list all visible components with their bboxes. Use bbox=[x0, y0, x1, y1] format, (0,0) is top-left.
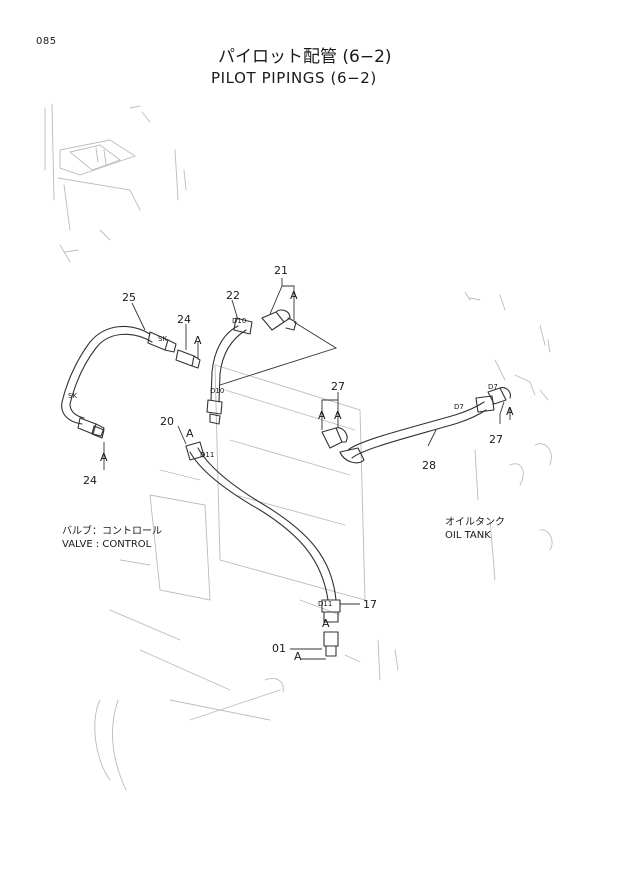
elbow-27-left bbox=[321, 427, 348, 449]
connector-01 bbox=[323, 631, 339, 657]
oil-tank-label-en: OIL TANK bbox=[445, 530, 491, 541]
title-english: PILOT PIPINGS (6−2) bbox=[211, 69, 377, 87]
callout-27-right: 27 bbox=[489, 433, 503, 446]
adapter-24-lower bbox=[91, 425, 105, 439]
callout-24-lower: 24 bbox=[83, 474, 97, 487]
detail-mark-a: A bbox=[194, 334, 202, 347]
fitting-mark: SK bbox=[158, 335, 168, 343]
hose-28 bbox=[339, 395, 495, 464]
control-valve-sketch bbox=[94, 364, 399, 791]
machine-sketch-top-left bbox=[44, 103, 187, 263]
fitting-mark: D10 bbox=[232, 317, 247, 325]
callout-20: 20 bbox=[160, 415, 174, 428]
valve-control-label-jp: バルブ：コントロール bbox=[62, 526, 162, 537]
elbow-21 bbox=[261, 309, 297, 331]
fitting-mark: SK bbox=[68, 392, 78, 400]
adapter-24-upper bbox=[175, 349, 201, 369]
title-japanese: パイロット配管 (6−2) bbox=[218, 47, 392, 67]
callout-22: 22 bbox=[226, 289, 240, 302]
detail-mark-a: A bbox=[322, 617, 330, 630]
callout-25: 25 bbox=[122, 291, 136, 304]
fitting-mark: D7 bbox=[454, 403, 464, 411]
callout-21: 21 bbox=[274, 264, 288, 277]
oil-tank-label-jp: オイルタンク bbox=[445, 517, 505, 528]
callout-17: 17 bbox=[363, 598, 377, 611]
tube-17 bbox=[185, 441, 341, 623]
fitting-mark: D11 bbox=[200, 451, 215, 459]
hose-25 bbox=[61, 325, 153, 425]
fitting-mark: D7 bbox=[488, 383, 498, 391]
detail-mark-a: A bbox=[186, 427, 194, 440]
hose-25-fitting-upper bbox=[147, 331, 177, 353]
page-number: 085 bbox=[36, 36, 57, 47]
detail-mark-a: A bbox=[334, 409, 342, 422]
fitting-mark: D11 bbox=[318, 600, 333, 608]
callout-24-upper: 24 bbox=[177, 313, 191, 326]
callout-27-left: 27 bbox=[331, 380, 345, 393]
fitting-mark: D10 bbox=[210, 387, 225, 395]
detail-mark-a: A bbox=[290, 289, 298, 302]
callout-28: 28 bbox=[422, 459, 436, 472]
hose-25-fitting-lower bbox=[77, 417, 105, 437]
oil-tank-sketch bbox=[464, 291, 553, 581]
detail-mark-a: A bbox=[100, 451, 108, 464]
callout-01: 01 bbox=[272, 642, 286, 655]
elbow-27-right bbox=[487, 387, 511, 405]
leader-lines bbox=[103, 278, 511, 660]
detail-mark-a: A bbox=[318, 409, 326, 422]
detail-mark-a: A bbox=[294, 650, 302, 663]
detail-mark-a: A bbox=[506, 405, 514, 418]
hose-22 bbox=[206, 317, 253, 425]
valve-control-label-en: VALVE : CONTROL bbox=[62, 539, 152, 550]
